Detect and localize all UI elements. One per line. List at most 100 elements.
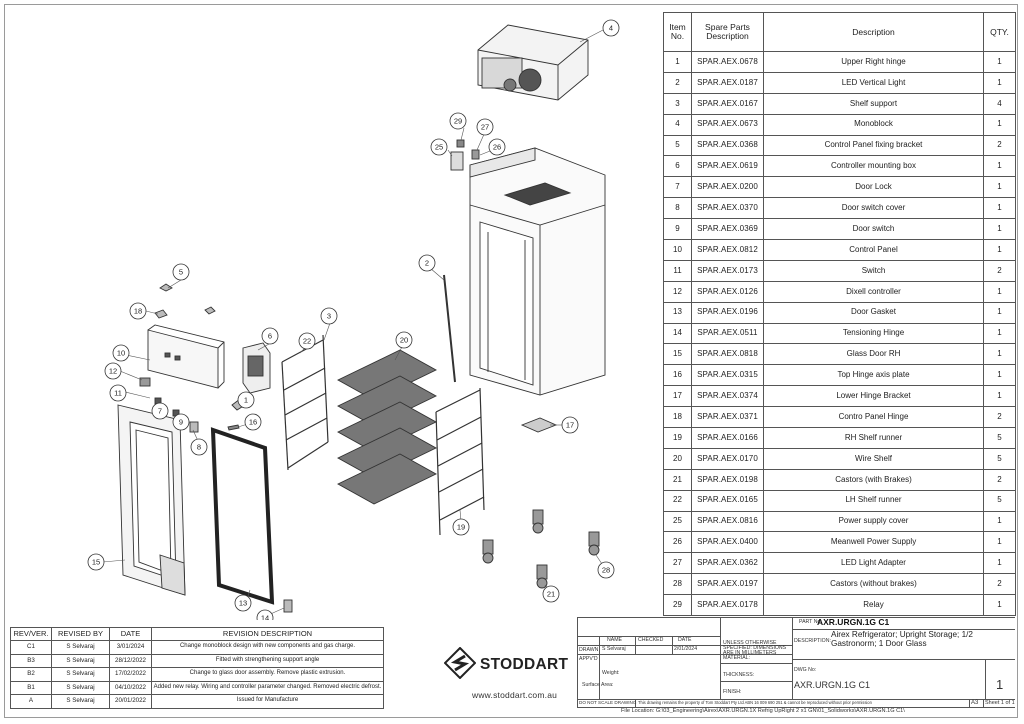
qty-cell: 1 — [983, 51, 1016, 73]
description-cell: Tensioning Hinge — [763, 322, 984, 345]
qty-cell: 1 — [983, 155, 1016, 178]
lh-shelf-runner — [281, 334, 329, 471]
balloon-label: 13 — [239, 599, 247, 608]
dwg-no-value: AXR.URGN.1G C1 — [794, 680, 871, 690]
leader-lines — [102, 29, 605, 617]
col-spare-code: Spare Parts Description — [691, 12, 764, 52]
sheet-border — [4, 4, 1018, 718]
parts-table-header: Item No. Spare Parts Description Descrip… — [663, 12, 1016, 52]
material-label: MATERIAL: — [723, 655, 750, 661]
item-no-cell: 27 — [663, 552, 692, 575]
description-cell: Castors (without brakes) — [763, 573, 984, 596]
drawn-label: DRAWN — [579, 647, 599, 653]
callout-balloon: 19 — [452, 518, 470, 536]
spare-code-cell: SPAR.AEX.0400 — [691, 531, 764, 554]
qty-cell: 2 — [983, 573, 1016, 596]
col-description: Description — [763, 12, 984, 52]
qty-cell: 4 — [983, 92, 1016, 115]
spare-code-cell: SPAR.AEX.0370 — [691, 197, 764, 220]
door-gasket — [210, 427, 275, 605]
sheet-number: Sheet 1 of 1 — [985, 700, 1015, 706]
spare-code-cell: SPAR.AEX.0170 — [691, 447, 764, 470]
qty-cell: 1 — [983, 343, 1016, 366]
balloon-label: 28 — [602, 566, 610, 575]
balloon-label: 12 — [109, 367, 117, 376]
item-no-cell: 17 — [663, 385, 692, 408]
item-no-cell: 7 — [663, 176, 692, 199]
surface-area-label: Surface Area: — [582, 682, 614, 688]
rev-description-cell: Added new relay. Wiring and controller p… — [151, 680, 384, 695]
item-no-cell: 14 — [663, 322, 692, 345]
callout-balloon: 6 — [261, 327, 279, 345]
item-no-cell: 4 — [663, 113, 692, 136]
balloon-label: 14 — [261, 614, 269, 620]
balloon-label: 29 — [454, 117, 462, 126]
rev-cell: C1 — [10, 640, 52, 655]
balloon-label: 27 — [481, 123, 489, 132]
tensioning-hinge — [283, 599, 293, 613]
description-cell: Control Panel — [763, 239, 984, 261]
callout-balloon: 8 — [190, 438, 208, 456]
balloon-label: 7 — [158, 407, 162, 416]
item-no-cell: 18 — [663, 406, 692, 429]
thickness-label: THICKNESS: — [723, 672, 755, 678]
description-cell: Switch — [763, 259, 984, 282]
rev-description-cell: Fitted with strengthening support angle — [151, 653, 384, 668]
qty-cell: 5 — [983, 447, 1016, 470]
balloon-label: 18 — [134, 307, 142, 316]
callout-balloon: 1 — [237, 391, 255, 409]
callout-balloon: 29 — [449, 112, 467, 130]
do-not-scale-note: DO NOT SCALE DRAWING — [579, 700, 637, 705]
description-cell: Glass Door RH — [763, 343, 984, 366]
item-no-cell: 16 — [663, 364, 692, 387]
rev-description-cell: Issued for Manufacture — [151, 694, 384, 709]
description-cell: Shelf support — [763, 92, 984, 115]
dwg-no-label: DWG No: — [794, 667, 817, 673]
qty-cell: 1 — [983, 176, 1016, 199]
rev-cell: B2 — [10, 667, 52, 682]
spare-code-cell: SPAR.AEX.0167 — [691, 92, 764, 115]
wire-shelves — [337, 349, 437, 505]
callout-balloon: 14 — [256, 609, 274, 620]
qty-cell: 1 — [983, 239, 1016, 261]
callout-balloon: 11 — [109, 384, 127, 402]
qty-cell: 1 — [983, 218, 1016, 241]
spare-code-cell: SPAR.AEX.0368 — [691, 134, 764, 157]
spare-code-cell: SPAR.AEX.0178 — [691, 594, 764, 617]
callout-balloon: 16 — [244, 413, 262, 431]
qty-cell: 1 — [983, 531, 1016, 554]
description-cell: Controller mounting box — [763, 155, 984, 178]
callout-balloon: 25 — [430, 138, 448, 156]
spare-code-cell: SPAR.AEX.0619 — [691, 155, 764, 178]
qty-cell: 1 — [983, 113, 1016, 136]
qty-cell: 1 — [983, 364, 1016, 387]
qty-cell: 5 — [983, 489, 1016, 512]
dimensions-note: UNLESS OTHERWISE SPECIFIED: DIMENSIONS A… — [723, 640, 787, 657]
description-cell: Meanwell Power Supply — [763, 531, 984, 554]
description-cell: Castors (with Brakes) — [763, 468, 984, 491]
website-url: www.stoddart.com.au — [472, 690, 558, 700]
spare-code-cell: SPAR.AEX.0374 — [691, 385, 764, 408]
balloon-label: 5 — [179, 268, 183, 277]
item-no-cell: 8 — [663, 197, 692, 220]
item-no-cell: 25 — [663, 510, 692, 533]
part-no-value: AXR.URGN.1G C1 — [817, 617, 890, 627]
control-panel — [139, 283, 225, 389]
col-rev: REV/VER. — [10, 627, 52, 641]
rev-date-cell: 17/02/2022 — [109, 667, 152, 682]
revision-table: REV/VER. REVISED BY DATE REVISION DESCRI… — [10, 627, 384, 709]
qty-cell: 1 — [983, 510, 1016, 533]
